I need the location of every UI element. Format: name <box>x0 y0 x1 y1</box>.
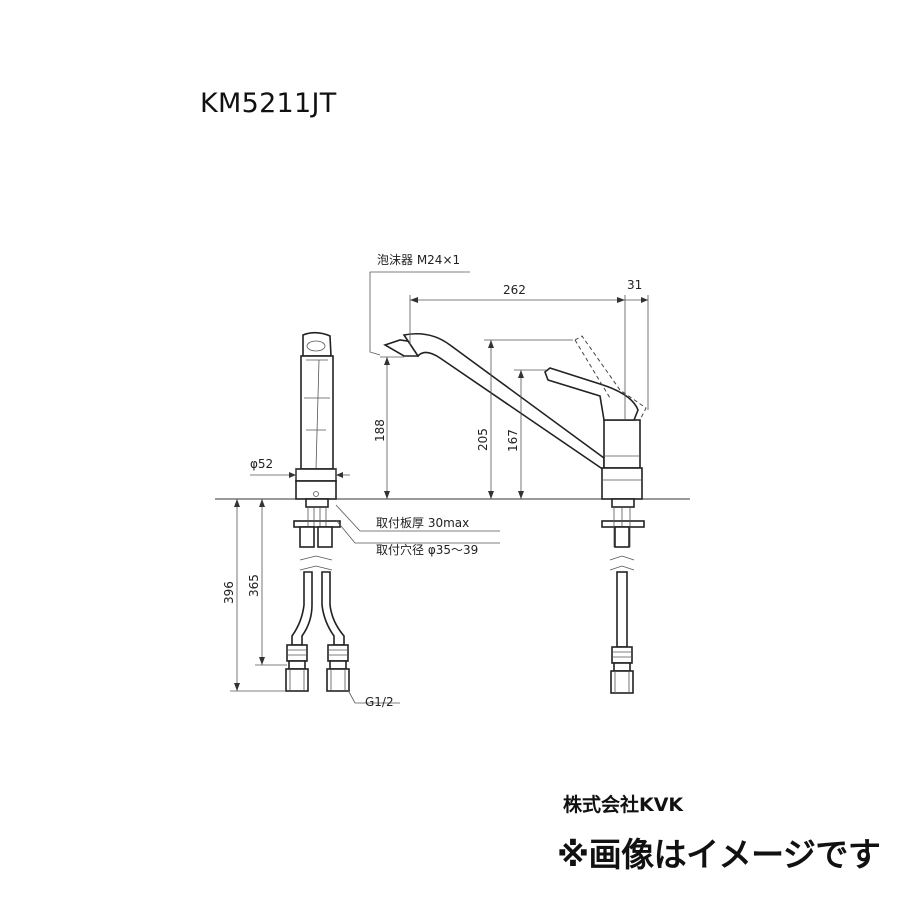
dim-31 <box>625 295 649 410</box>
plate-thickness-label: 取付板厚 30max <box>376 516 469 530</box>
mounting-leaders <box>335 504 500 544</box>
image-notice: ※画像はイメージです <box>557 835 881 874</box>
dim-205 <box>484 339 573 499</box>
g12-leader <box>347 689 400 704</box>
dim-phi52 <box>250 469 350 480</box>
dim-label-188: 188 <box>373 419 387 442</box>
hole-diameter-label: 取付穴径 φ35～39 <box>376 542 478 557</box>
dim-label-396: 396 <box>222 581 236 604</box>
dim-label-365: 365 <box>247 574 261 597</box>
aerator-label: 泡沫器 M24×1 <box>377 253 460 267</box>
front-view <box>285 331 350 692</box>
dim-188 <box>380 356 404 499</box>
company-name: 株式会社KVK <box>563 794 684 816</box>
dim-396-365 <box>230 499 287 692</box>
dim-label-31: 31 <box>627 278 642 292</box>
thread-label: G1/2 <box>365 695 394 709</box>
dim-label-205: 205 <box>476 428 490 451</box>
dim-label-167: 167 <box>506 429 520 452</box>
model-number: KM5211JT <box>200 88 337 119</box>
dim-262 <box>409 295 626 420</box>
aerator-leader <box>369 271 470 356</box>
side-view <box>383 332 647 694</box>
dim-label-phi52: φ52 <box>250 457 273 471</box>
dim-label-262: 262 <box>503 283 526 297</box>
dim-167 <box>514 369 547 499</box>
